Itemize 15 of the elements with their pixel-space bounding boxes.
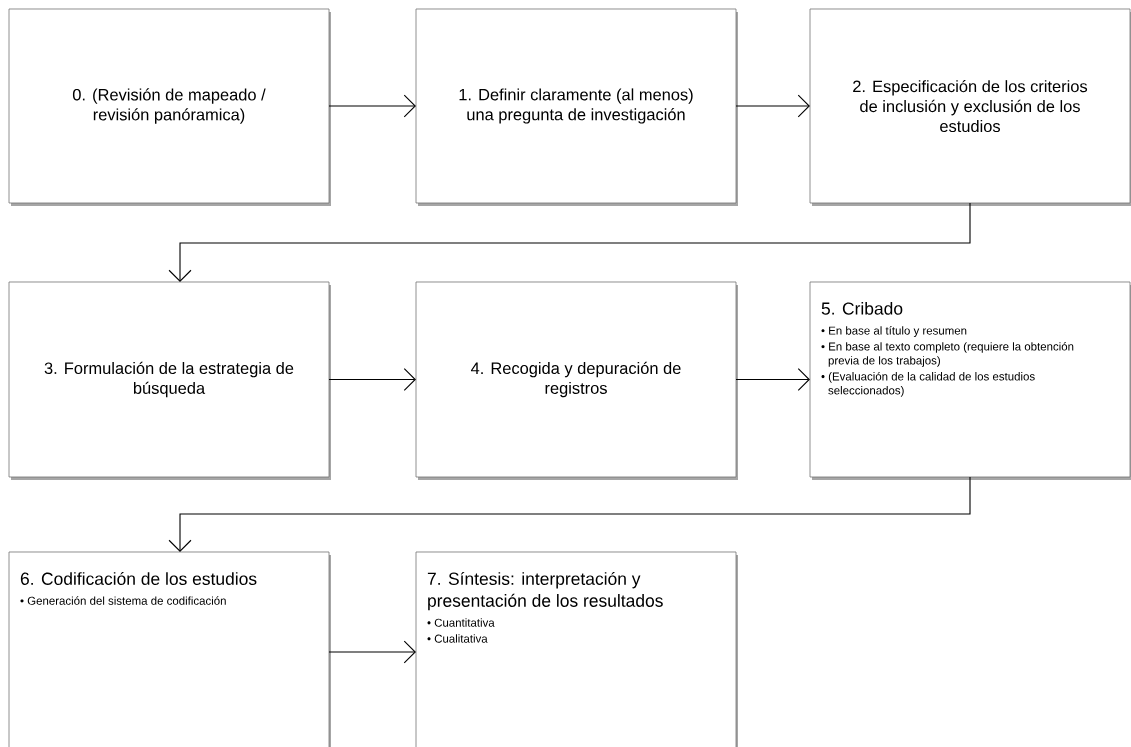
process-box: 0. (Revisión de mapeado / revisión panóramica) xyxy=(8,8,331,206)
arrow xyxy=(328,640,416,664)
arrow xyxy=(168,476,971,552)
arrow xyxy=(735,94,810,118)
process-box: 2. Especificación de los criterios de inclusión y exclusión de los estudios xyxy=(809,8,1131,206)
arrow xyxy=(168,202,971,282)
step-card: 7. Síntesis: interpretación y presentación de los resultados • Cuantitativa • Cualitativa xyxy=(415,551,738,747)
step-card: 6. Codificación de los estudios • Generación del sistema de codificación xyxy=(8,551,331,747)
arrow xyxy=(328,368,416,391)
arrow xyxy=(735,368,810,391)
process-box: 3. Formulación de la estrategia de búsqueda xyxy=(8,281,331,480)
process-box: 1. Definir claramente (al menos) una pregunta de investigación xyxy=(415,8,738,206)
arrow xyxy=(328,94,416,118)
process-box: 4. Recogida y depuración de registros xyxy=(415,281,738,480)
step-card: 5. Cribado • En base al título y resumen • En base al texto completo (requiere la obtención previa de los trabajos) • (Evaluación de la calidad de los estudios seleccionados) xyxy=(809,281,1131,480)
